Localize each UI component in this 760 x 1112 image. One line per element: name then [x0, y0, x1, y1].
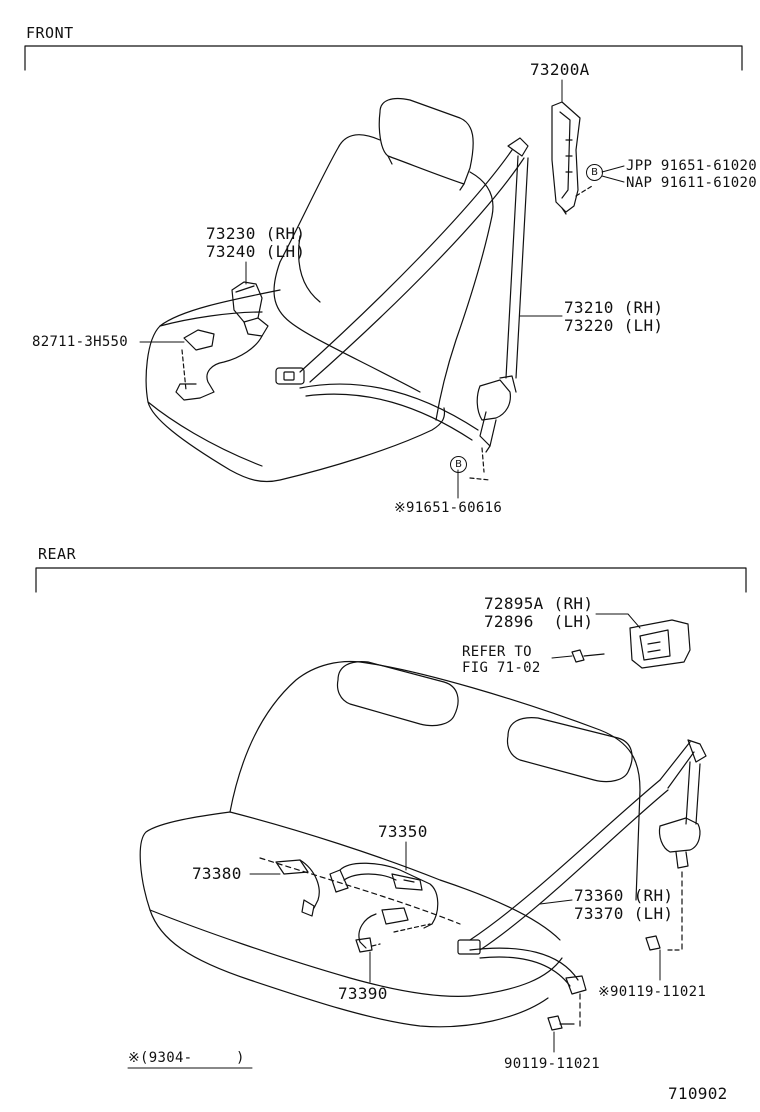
part-label-73370-lh: 73370 (LH) — [574, 904, 674, 923]
rear-section-label: REAR — [38, 545, 77, 563]
figure-code: 710902 — [668, 1084, 728, 1103]
part-label-73210-rh: 73210 (RH) — [564, 298, 664, 317]
part-label-72896-lh: 72896 (LH) — [484, 612, 594, 631]
part-label-82711-3h550: 82711-3H550 — [32, 334, 129, 350]
front-seat-drawing — [145, 97, 593, 483]
part-label-73360-rh: 73360 (RH) — [574, 886, 674, 905]
part-label-jpp-91651-61020: JPP 91651-61020 — [626, 158, 757, 174]
part-label-91651-60616: ※91651-60616 — [394, 500, 503, 516]
front-section-label: FRONT — [26, 24, 74, 42]
part-label-90119-11021-upper: ※90119-11021 — [598, 984, 707, 1000]
part-label-73390: 73390 — [338, 984, 388, 1003]
callout-b-upper: B — [586, 164, 603, 181]
part-label-90119-11021-lower: 90119-11021 — [504, 1056, 601, 1072]
rear-section-frame — [35, 567, 747, 593]
fig-71-02-label: FIG 71-02 — [462, 660, 541, 676]
part-label-nap-91611-61020: NAP 91611-61020 — [626, 175, 757, 191]
part-label-73380: 73380 — [192, 864, 242, 883]
part-label-73230-rh: 73230 (RH) — [206, 224, 306, 243]
front-leader-lines — [139, 79, 625, 499]
front-section-frame — [24, 45, 743, 71]
rear-seat-drawing — [139, 619, 707, 1031]
part-label-73350: 73350 — [378, 822, 428, 841]
rear-leader-lines — [127, 613, 661, 1069]
callout-b-lower: B — [450, 456, 467, 473]
part-label-73240-lh: 73240 (LH) — [206, 242, 306, 261]
part-label-72895a-rh: 72895A (RH) — [484, 594, 594, 613]
refer-to-label: REFER TO — [462, 644, 532, 660]
part-label-73200a: 73200A — [530, 60, 590, 79]
part-label-73220-lh: 73220 (LH) — [564, 316, 664, 335]
footnote-date-range: ※(9304- ) — [128, 1050, 245, 1066]
